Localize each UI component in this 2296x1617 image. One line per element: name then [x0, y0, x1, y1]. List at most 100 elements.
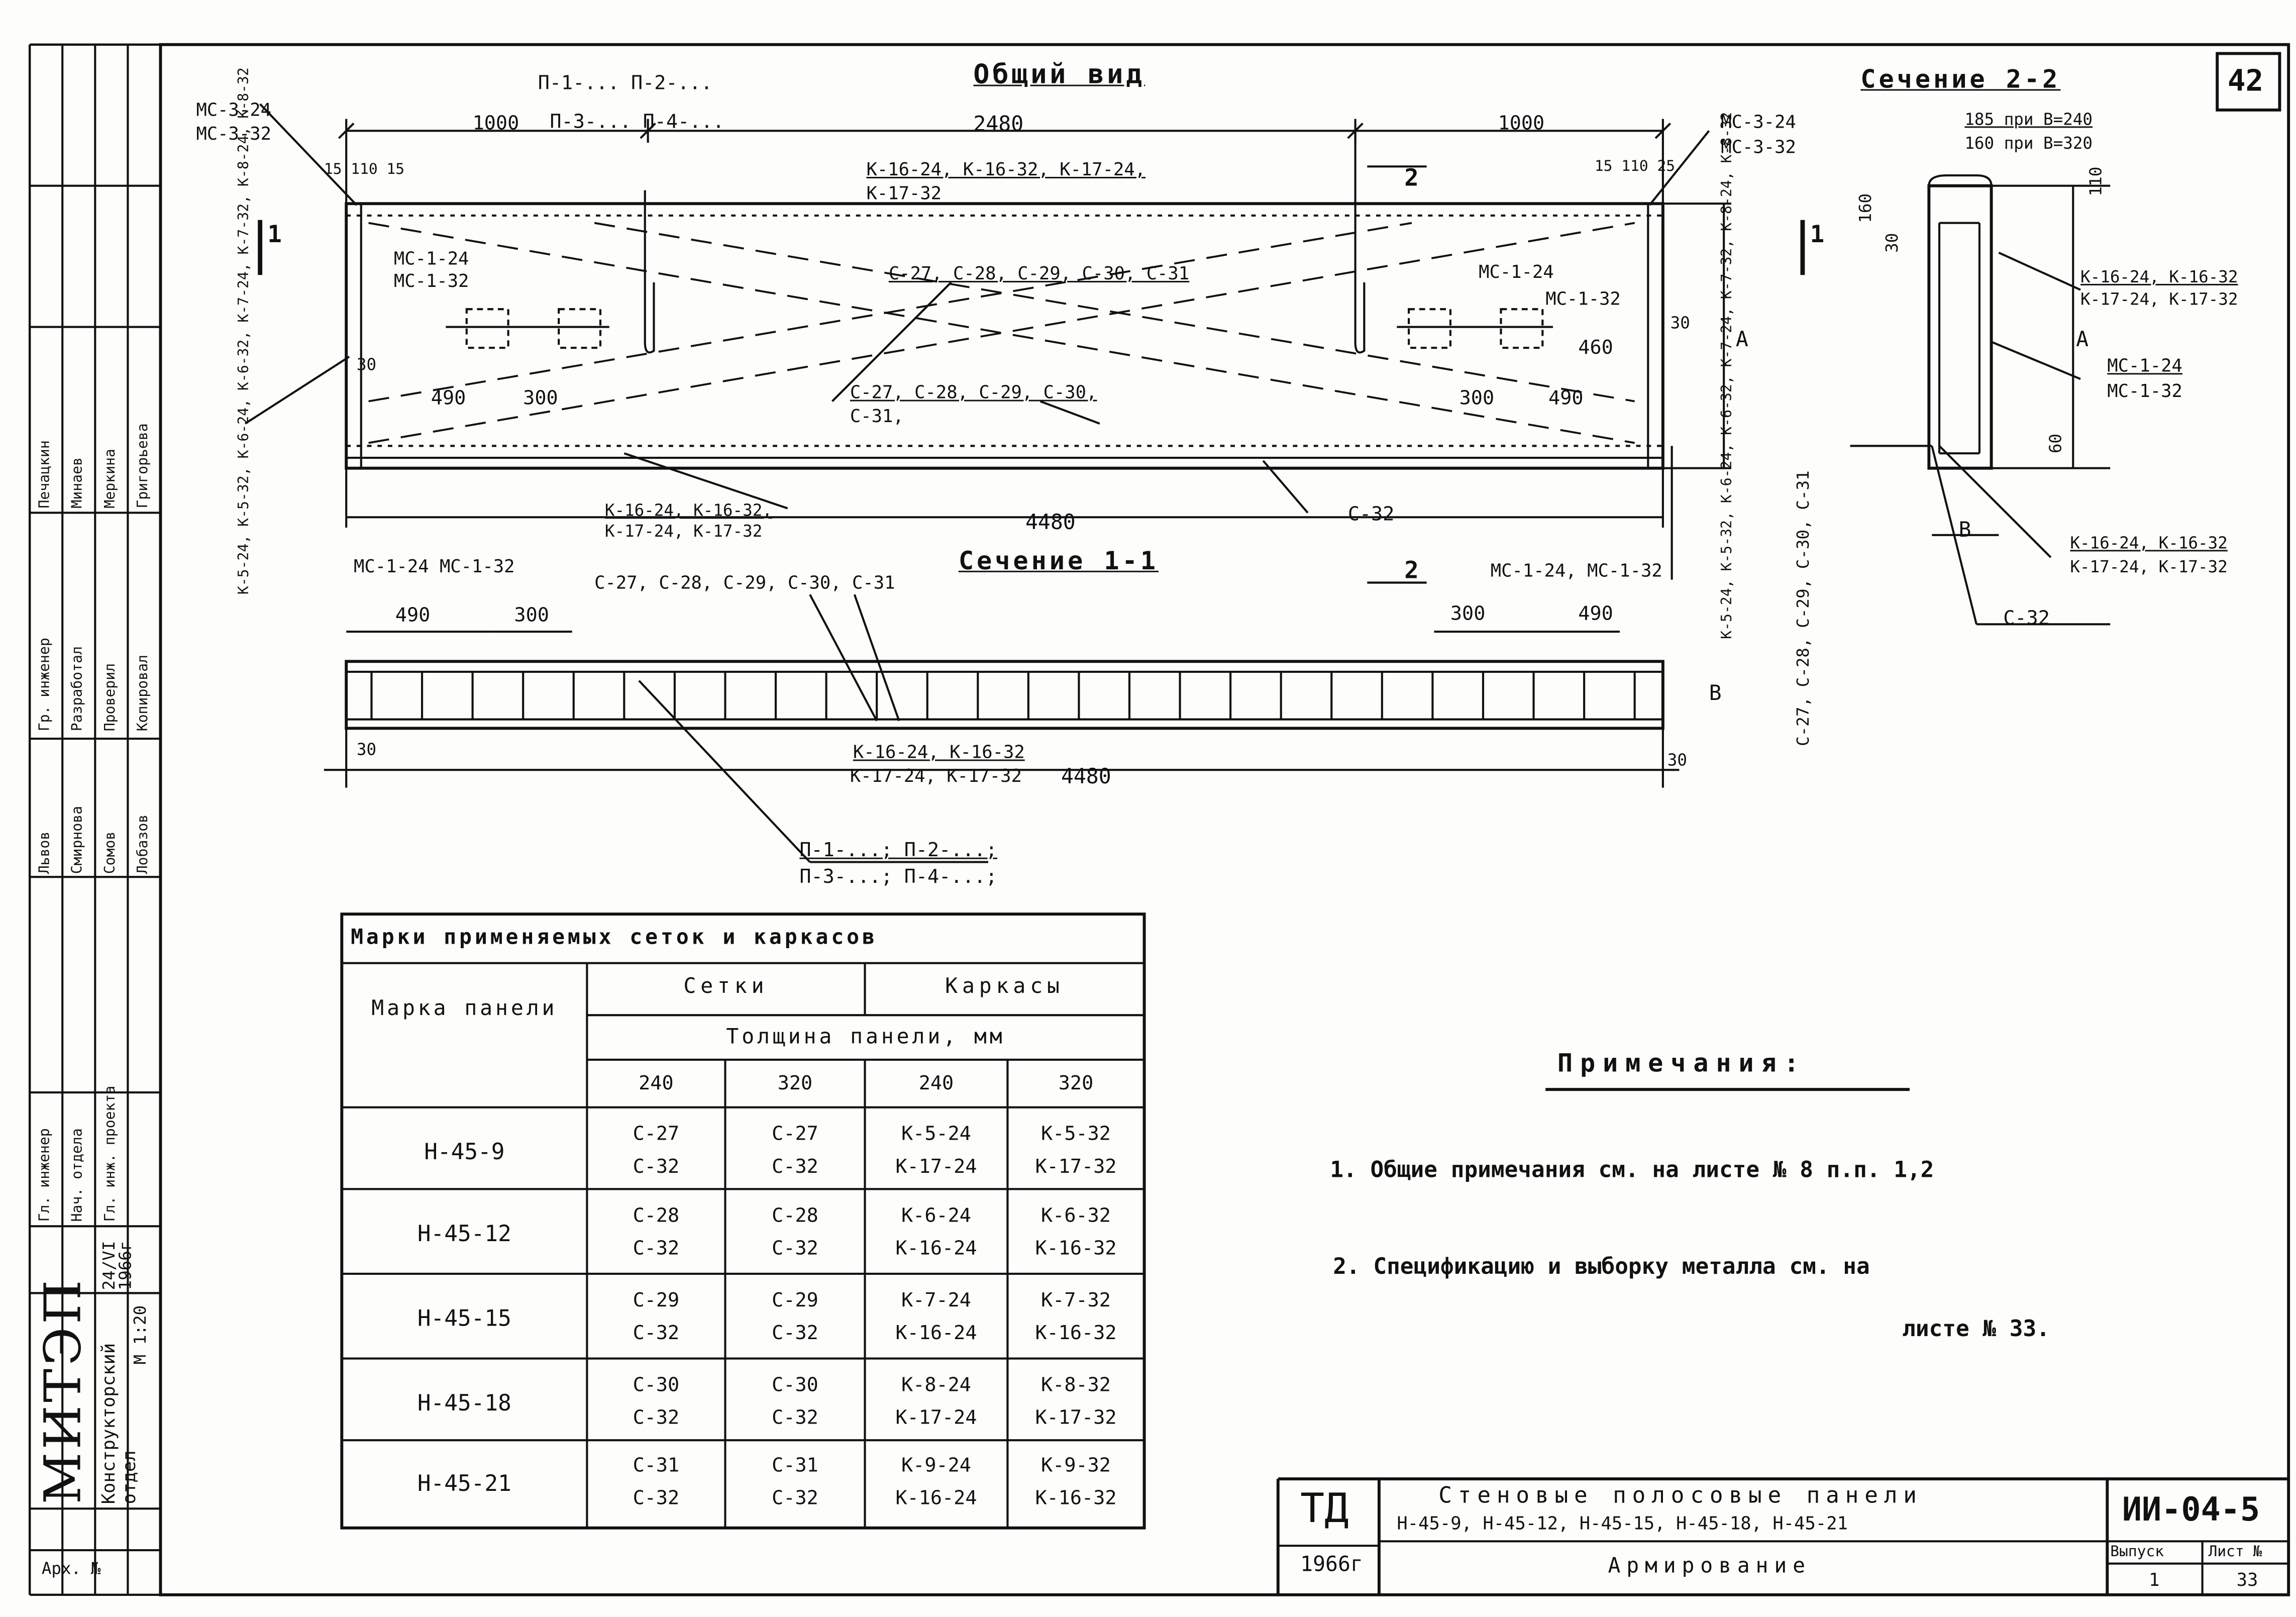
- sec11-300-left: 300: [514, 604, 549, 628]
- sheet-number: 42: [2227, 62, 2264, 98]
- table-cell: С-32: [772, 1156, 818, 1179]
- table-cell: К-16-32: [1035, 1238, 1117, 1261]
- tb-issue-value: 1: [2149, 1569, 2160, 1590]
- dim-300-right: 300: [1459, 388, 1495, 411]
- section-1-1-title: Сечение 1-1: [958, 547, 1159, 577]
- dim-1000-right: 1000: [1498, 113, 1545, 136]
- stamp-name: Печацкин: [37, 440, 54, 509]
- table-cell: К-16-32: [1035, 1487, 1117, 1510]
- tb-title-3: Армирование: [1608, 1554, 1811, 1579]
- table-cell: К-7-32: [1041, 1290, 1111, 1312]
- table-cell: К-7-24: [901, 1290, 971, 1312]
- table-cell: К-17-32: [1035, 1156, 1117, 1179]
- table-cell: К-9-32: [1041, 1455, 1111, 1478]
- sec11-k-1: К-16-24, К-16-32: [853, 741, 1025, 763]
- notes-title: Примечания:: [1557, 1049, 1807, 1079]
- table-cell: К-8-24: [901, 1375, 971, 1397]
- table-col-frames: Каркасы: [945, 975, 1064, 999]
- table-sub-col: 320: [1058, 1073, 1094, 1095]
- stamp-role: Проверил: [102, 663, 119, 732]
- table-cell: С-32: [633, 1238, 680, 1261]
- k-top-2: К-17-32: [866, 182, 942, 204]
- dim-4480-top: 4480: [1025, 511, 1076, 535]
- c-diag-bot-2: С-31,: [850, 406, 904, 427]
- dims-right-small: 15 110 25: [1594, 159, 1676, 176]
- sec22-60: 60: [2046, 433, 2066, 454]
- dim-30-right: 30: [1670, 314, 1690, 333]
- sec22-160: 160: [1856, 193, 1875, 223]
- dims-left-small: 15 110 15: [324, 162, 405, 178]
- section-mark-1-right: 1: [1810, 220, 1825, 248]
- table-cell: К-16-24: [895, 1238, 977, 1261]
- stamp-role: Копировал: [135, 655, 152, 732]
- stamp-arch: Арх. №: [41, 1559, 101, 1579]
- table-cell: С-30: [633, 1375, 680, 1397]
- stamp-name: Львов: [37, 831, 54, 874]
- table-cell: К-5-24: [901, 1124, 971, 1146]
- tb-title-1: Стеновые полосовые панели: [1438, 1482, 1923, 1509]
- table-sub-col: 240: [918, 1073, 954, 1095]
- dim-2480: 2480: [973, 113, 1024, 137]
- table-cell: С-32: [772, 1487, 818, 1510]
- mc1-32-right: МС-1-32: [1545, 288, 1621, 310]
- section-mark-2-bottom: 2: [1404, 556, 1419, 584]
- sec22-30: 30: [1883, 233, 1903, 253]
- right-vert-c: С-27, С-28, С-29, С-30, С-31: [1794, 470, 1813, 746]
- table-cell: К-5-32: [1041, 1124, 1111, 1146]
- sec11-30-left: 30: [356, 740, 377, 760]
- table-cell: С-29: [772, 1290, 818, 1312]
- letter-b: В: [1709, 682, 1722, 706]
- p-marks-top-1: П-1-... П-2-...: [538, 72, 713, 95]
- mc1-32-left: МС-1-32: [393, 270, 469, 291]
- mc3-24-label: МС-3-24: [196, 99, 272, 121]
- tb-title-2: Н-45-9, Н-45-12, Н-45-15, Н-45-18, Н-45-…: [1397, 1513, 1848, 1534]
- stamp-name: Григорьева: [135, 423, 152, 509]
- table-row-mark: Н-45-12: [417, 1220, 511, 1247]
- sec22-c32: С-32: [2003, 608, 2050, 631]
- table-row-mark: Н-45-21: [417, 1470, 511, 1497]
- table-cell: С-32: [633, 1323, 680, 1345]
- table-cell: К-16-24: [895, 1323, 977, 1345]
- mc3-32-label: МС-3-32: [196, 123, 272, 144]
- table-cell: К-9-24: [901, 1455, 971, 1478]
- dim-30-left: 30: [356, 355, 377, 375]
- k-bot-2: К-17-24, К-17-32: [604, 522, 763, 541]
- stamp-name: Меркина: [102, 449, 119, 509]
- dim-300-left: 300: [523, 388, 558, 411]
- mc3-24-right-label: МС-3-24: [1721, 111, 1796, 133]
- dim-490-left: 490: [431, 388, 466, 411]
- table-col-grids: Сетки: [683, 975, 769, 999]
- dim-490-right: 490: [1548, 388, 1584, 411]
- table-cell: С-32: [772, 1238, 818, 1261]
- table-cell: С-29: [633, 1290, 680, 1312]
- sec22-110: 110: [2086, 166, 2106, 196]
- mc3-32-right-label: МС-3-32: [1721, 137, 1796, 158]
- stamp-name: Лобазов: [135, 814, 152, 874]
- table-cell: С-27: [772, 1124, 818, 1146]
- tb-year: 1966г: [1300, 1553, 1363, 1577]
- table-title: Марки применяемых сеток и каркасов: [351, 926, 878, 950]
- stamp-org: МИТЭП: [34, 1277, 94, 1504]
- sec11-490-left: 490: [395, 604, 431, 628]
- k-bot-1: К-16-24, К-16-32,: [604, 500, 772, 521]
- c32-label: С-32: [1347, 503, 1395, 527]
- dim-1000-left: 1000: [472, 113, 519, 136]
- dim-4480-bottom: 4480: [1061, 765, 1111, 789]
- c-diag-top: С-27, С-28, С-29, С-30, С-31: [888, 263, 1190, 284]
- table-cell: С-28: [772, 1205, 818, 1228]
- p-marks-top-2: П-3-... П-4-...: [550, 111, 724, 134]
- sec11-c-marks: С-27, С-28, С-29, С-30, С-31: [594, 572, 895, 593]
- sec11-p-2: П-3-...; П-4-...;: [799, 866, 997, 889]
- sec11-490-right: 490: [1578, 603, 1613, 626]
- table-cell: С-32: [633, 1487, 680, 1510]
- sec22-k-low-1: К-16-24, К-16-32: [2070, 533, 2228, 553]
- table-cell: С-27: [633, 1124, 680, 1146]
- dim-460: 460: [1578, 337, 1613, 360]
- table-cell: С-30: [772, 1375, 818, 1397]
- sec22-k-low-2: К-17-24, К-17-32: [2070, 557, 2228, 577]
- tb-issue-label: Выпуск: [2110, 1544, 2164, 1561]
- table-cell: К-17-24: [895, 1407, 977, 1430]
- table-row-mark: Н-45-18: [417, 1389, 511, 1417]
